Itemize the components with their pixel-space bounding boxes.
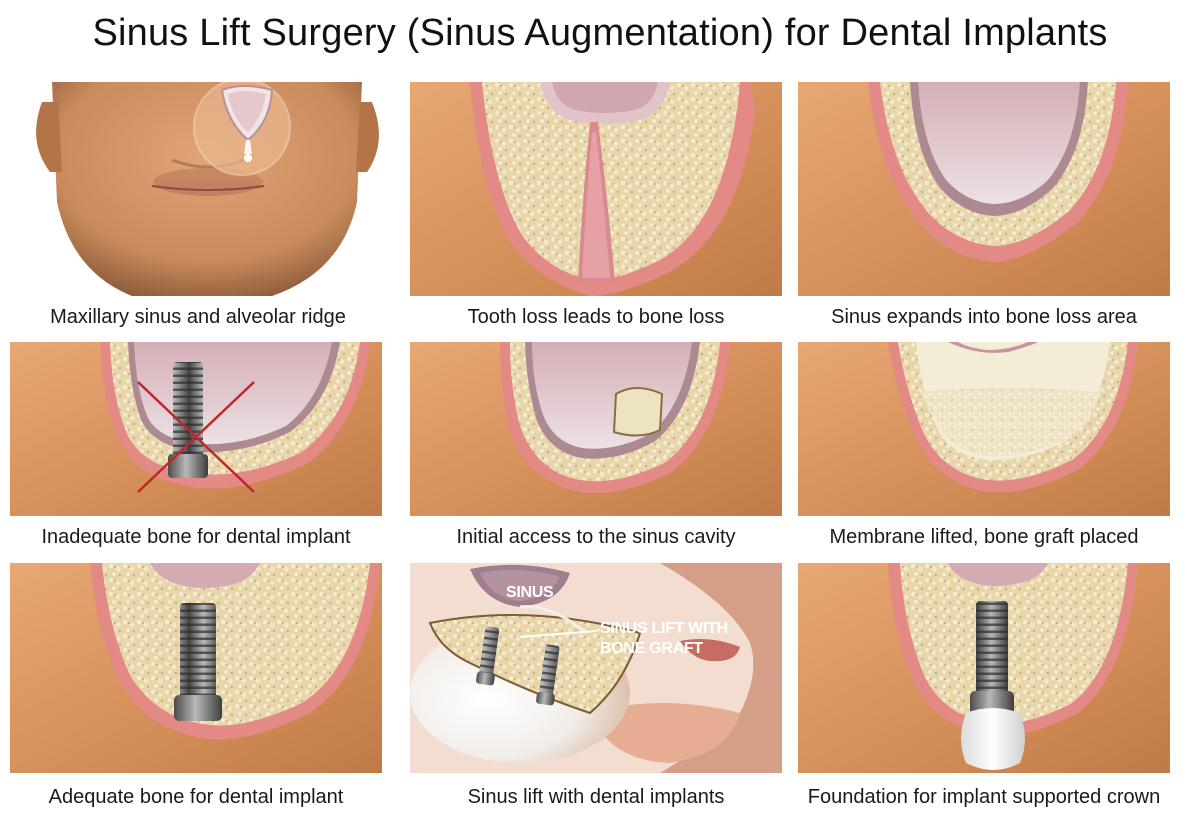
label-sinus-lift-line1: SINUS LIFT WITH — [600, 620, 728, 637]
caption-1: Maxillary sinus and alveolar ridge — [50, 306, 346, 328]
face-illustration — [22, 82, 394, 296]
panel-sinus-lift-implants: SINUS SINUS LIFT WITH BONE GRAFT — [410, 563, 782, 773]
caption-9: Foundation for implant supported crown — [807, 786, 1161, 808]
caption-5: Initial access to the sinus cavity — [456, 526, 736, 548]
page-title: Sinus Lift Surgery (Sinus Augmentation) … — [92, 12, 1108, 54]
caption-7: Adequate bone for dental implant — [48, 786, 344, 808]
initial-access-illustration — [410, 342, 782, 516]
panel-maxillary-sinus — [22, 82, 394, 296]
implant — [173, 362, 203, 470]
caption-8: Sinus lift with dental implants — [467, 786, 725, 808]
caption-3: Sinus expands into bone loss area — [831, 306, 1137, 328]
panel-membrane-lifted — [798, 342, 1170, 556]
panel-tooth-loss — [410, 82, 782, 296]
caption-4: Inadequate bone for dental implant — [41, 526, 351, 548]
implant-right — [536, 644, 560, 706]
bone-graft — [920, 388, 1100, 457]
panel-sinus-expands — [798, 82, 1170, 296]
label-sinus-lift-line2: BONE GRAFT — [600, 640, 703, 657]
implant — [976, 601, 1008, 711]
label-sinus: SINUS — [506, 584, 554, 601]
panel-initial-access — [410, 342, 782, 556]
inadequate-bone-illustration — [10, 342, 382, 516]
tooth-loss-illustration — [410, 82, 782, 296]
sinus-expands-illustration — [798, 82, 1170, 296]
crown — [961, 708, 1025, 770]
panel-implant-crown — [798, 563, 1170, 773]
panel-adequate-bone — [10, 563, 382, 773]
panel-inadequate-bone — [10, 342, 382, 556]
adequate-bone-illustration — [10, 563, 382, 773]
implant — [180, 603, 216, 715]
implant-crown-illustration — [798, 563, 1170, 773]
sinus-lift-illustration: SINUS SINUS LIFT WITH BONE GRAFT — [410, 563, 782, 773]
bone-window — [612, 387, 664, 437]
caption-6: Membrane lifted, bone graft placed — [829, 526, 1139, 548]
implant-left — [476, 626, 500, 686]
membrane-lifted-illustration — [798, 342, 1170, 516]
caption-2: Tooth loss leads to bone loss — [467, 306, 725, 328]
